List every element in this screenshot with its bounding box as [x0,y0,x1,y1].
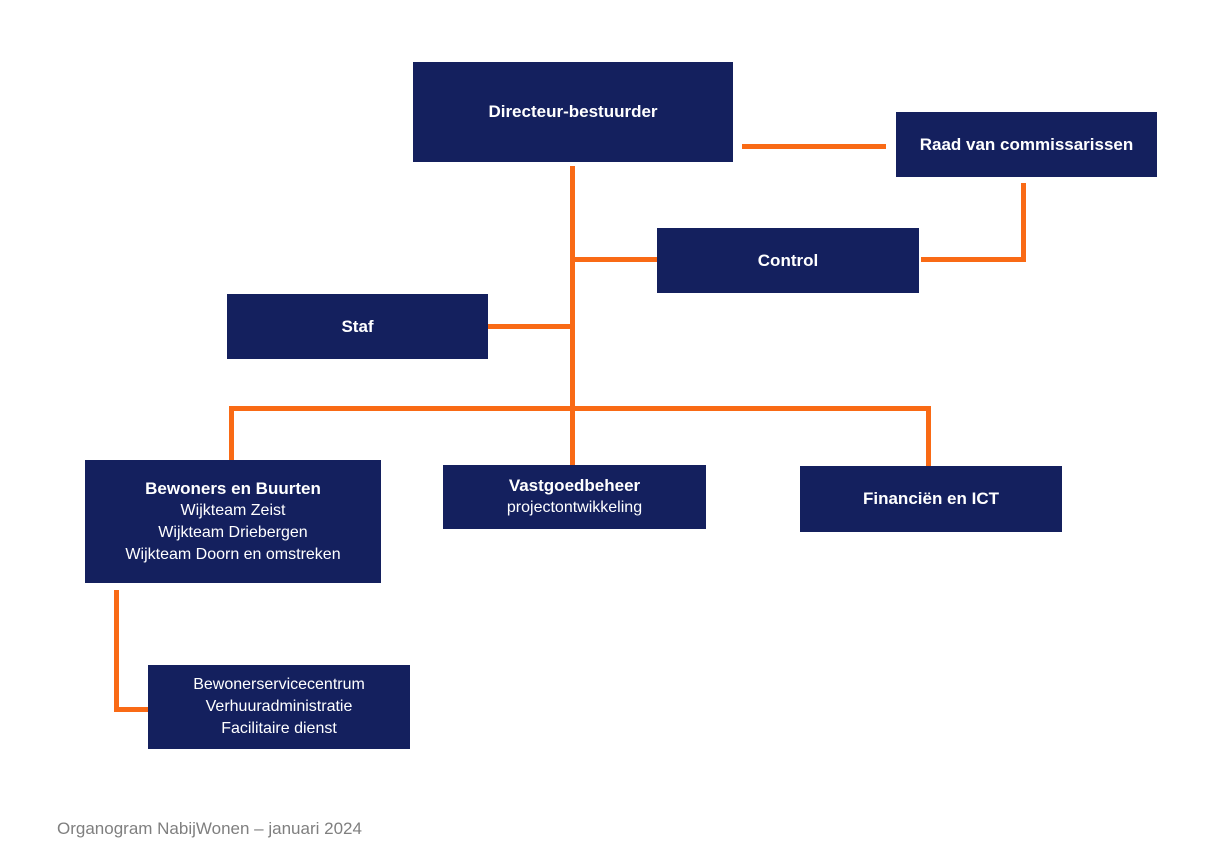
node-title: Financiën en ICT [862,489,1000,508]
node-title: Raad van commissarissen [919,134,1134,154]
node-staf: Staf [227,294,488,359]
connector-bewonerservice-stub-h [114,707,148,712]
node-subline: Wijkteam Driebergen [158,523,308,541]
node-bewoners-en-buurten: Bewoners en Buurten Wijkteam Zeist Wijkt… [85,460,381,583]
node-subline: Wijkteam Zeist [180,501,286,519]
connector-main-bar-h [229,406,931,411]
connector-central-trunk-v [570,166,575,465]
node-title: Staf [341,316,374,336]
node-bewonerservicecentrum: Bewonerservicecentrum Verhuuradministrat… [148,665,410,749]
connector-directeur-raad-h [742,144,886,149]
connector-drop-bewoners-v [229,406,234,460]
node-subline: Wijkteam Doorn en omstreken [125,545,341,563]
node-subline: Bewonerservicecentrum [193,676,365,693]
node-financien-en-ict: Financiën en ICT [800,466,1062,532]
footer-caption: Organogram NabijWonen – januari 2024 [57,819,362,838]
connector-raad-down-v [1021,183,1026,262]
node-title: Directeur-bestuurder [488,102,658,121]
node-subline: Verhuuradministratie [205,698,353,715]
node-title: Control [757,250,819,270]
node-vastgoedbeheer: Vastgoedbeheer projectontwikkeling [443,465,706,529]
node-title: Bewoners en Buurten [145,478,321,498]
connector-trunk-control-h [573,257,657,262]
connector-drop-financien-v [926,406,931,466]
node-title: Vastgoedbeheer [508,476,641,495]
node-subline: projectontwikkeling [506,499,643,516]
node-directeur-bestuurder: Directeur-bestuurder [413,62,733,162]
connector-control-raad-h [921,257,1026,262]
connector-staf-trunk-h [488,324,575,329]
node-subline: Facilitaire dienst [221,720,337,737]
node-control: Control [657,228,919,293]
connector-bewoners-down-v [114,590,119,712]
node-raad-van-commissarissen: Raad van commissarissen [896,112,1157,177]
